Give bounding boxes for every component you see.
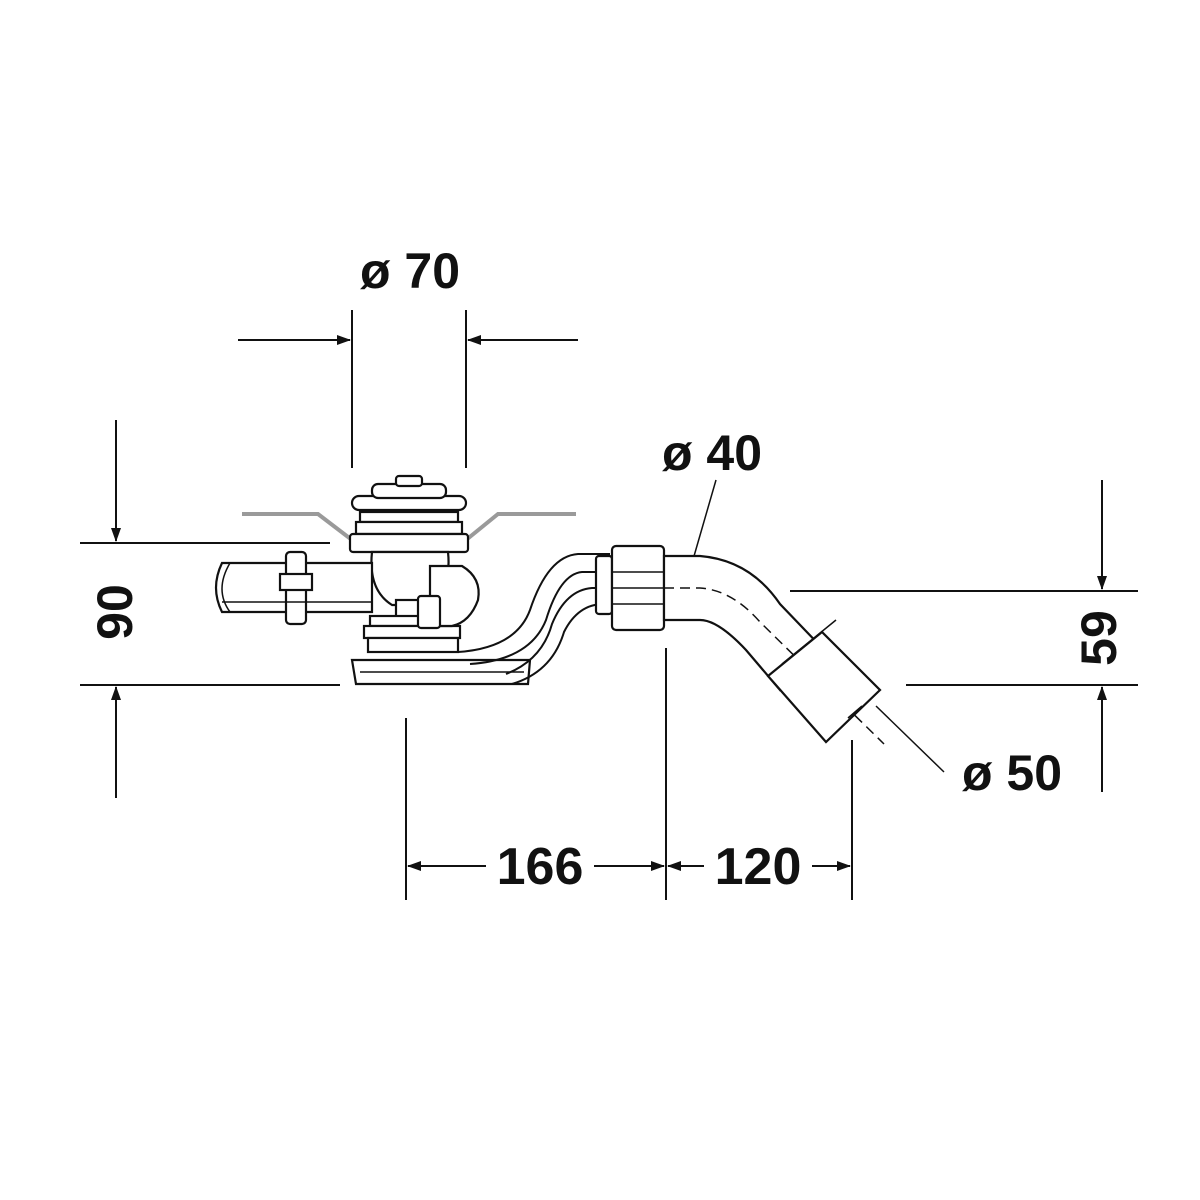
dimension-top-diameter: ø 70	[238, 243, 578, 468]
label-diameter-top: ø 70	[360, 243, 460, 299]
label-diameter-outlet: ø 50	[962, 745, 1062, 801]
label-height-outlet: 59	[1071, 610, 1127, 666]
connecting-pipe	[457, 553, 614, 685]
label-height-total: 90	[87, 584, 143, 640]
overflow-cable-pipe	[214, 550, 374, 626]
dimension-horizontal: 166 120	[405, 648, 853, 900]
label-diameter-overflow: ø 40	[662, 425, 762, 481]
dimension-total-height: 90	[80, 420, 340, 798]
label-horizontal-left: 166	[497, 838, 584, 896]
outlet-elbow	[610, 544, 885, 745]
label-horizontal-right: 120	[715, 838, 802, 896]
dimension-outlet-height: 59	[790, 480, 1138, 792]
dimension-outlet-diameter: ø 50	[875, 705, 1062, 801]
valve-lever	[416, 564, 480, 630]
dimension-overflow-diameter: ø 40	[662, 425, 762, 571]
